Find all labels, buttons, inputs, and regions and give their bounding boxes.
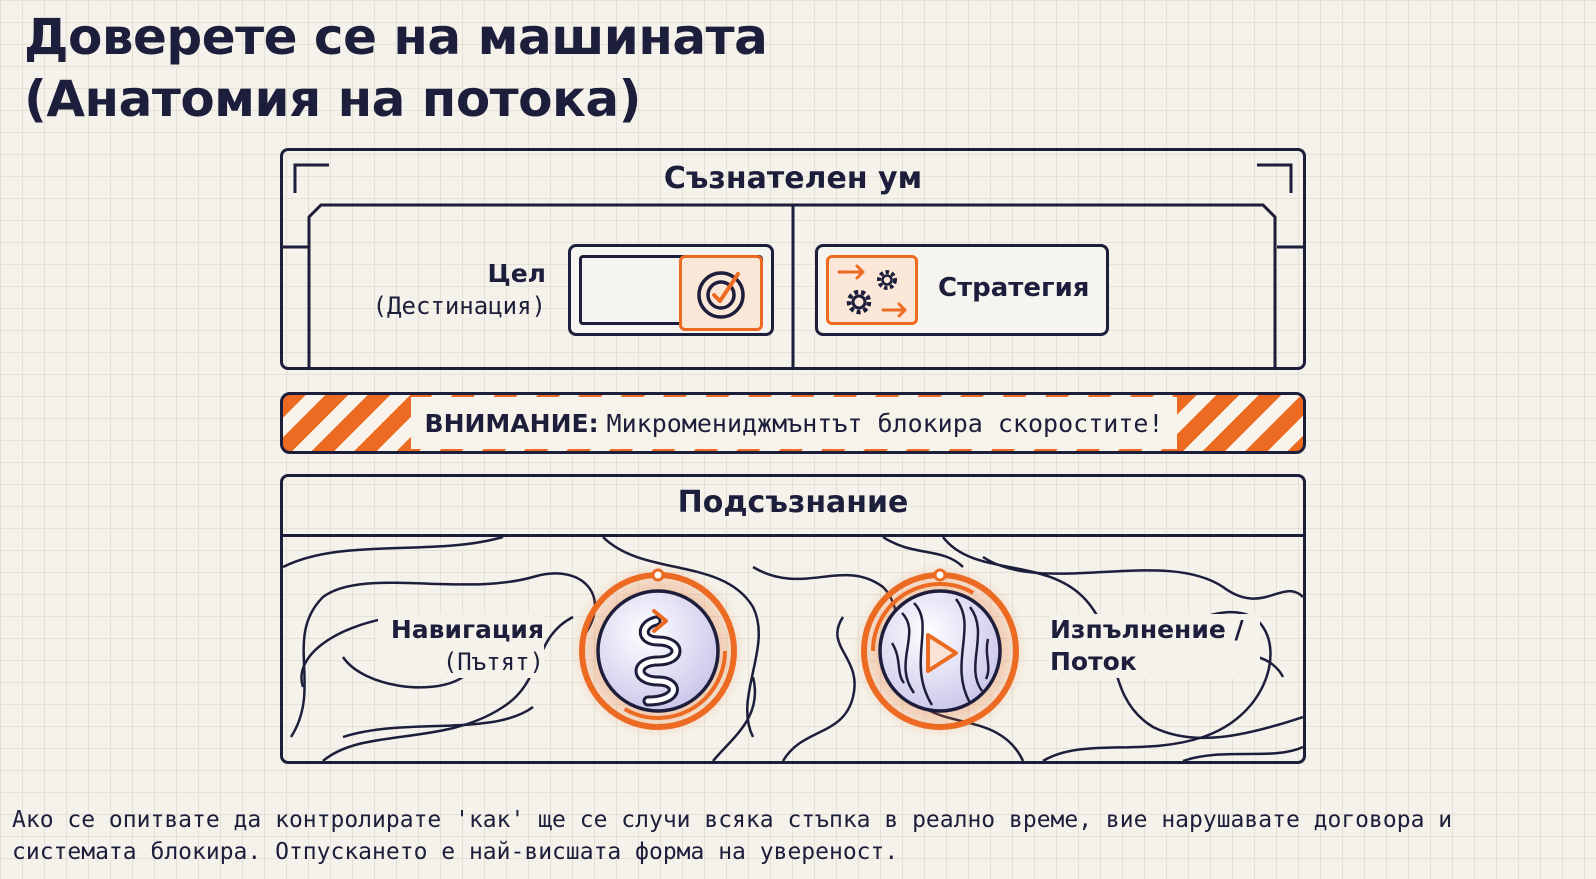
title-line-2: (Анатомия на потока) bbox=[24, 70, 642, 128]
footer-text: Ако се опитвате да контролирате 'как' ще… bbox=[12, 807, 1453, 865]
navigation-sublabel: (Пътят) bbox=[442, 648, 544, 676]
navigation-orb bbox=[570, 563, 746, 739]
subconscious-divider bbox=[283, 534, 1303, 537]
play-flow-icon bbox=[890, 598, 990, 706]
warning-text: Микромениджмънтът блокира скоростите! bbox=[606, 408, 1164, 438]
panel-frame-decor bbox=[283, 163, 1303, 367]
subconscious-heading: Подсъзнание bbox=[677, 485, 909, 520]
strategy-icon-frame bbox=[826, 255, 918, 325]
gears-arrows-icon bbox=[837, 264, 907, 318]
strategy-label: Стратегия bbox=[938, 273, 1090, 303]
execution-sublabel: Поток bbox=[1050, 647, 1137, 676]
conscious-mind-panel: Съзнателен ум bbox=[280, 148, 1306, 370]
execution-label-group: Изпълнение / Поток bbox=[1050, 614, 1260, 678]
navigation-label-group: Навигация (Пътят) bbox=[378, 614, 544, 678]
strategy-box: Стратегия bbox=[815, 244, 1109, 336]
warning-message: ВНИМАНИЕ: Микромениджмънтът блокира скор… bbox=[411, 397, 1177, 449]
conscious-mind-heading: Съзнателен ум bbox=[663, 161, 923, 196]
target-check-icon bbox=[697, 271, 745, 319]
warning-banner: ВНИМАНИЕ: Микромениджмънтът блокира скор… bbox=[280, 392, 1306, 454]
goal-label: Цел bbox=[487, 259, 546, 288]
winding-path-icon bbox=[634, 609, 682, 707]
warning-head: ВНИМАНИЕ: bbox=[424, 408, 599, 438]
goal-sublabel: (Дестинация) bbox=[372, 292, 546, 320]
navigation-label: Навигация bbox=[390, 615, 544, 644]
goal-toggle[interactable] bbox=[568, 244, 774, 336]
execution-label: Изпълнение / bbox=[1050, 615, 1244, 644]
execution-orb bbox=[852, 563, 1028, 739]
goal-toggle-knob[interactable] bbox=[679, 255, 763, 331]
page-title: Доверете се на машината (Анатомия на пот… bbox=[24, 6, 768, 130]
title-line-1: Доверете се на машината bbox=[24, 8, 768, 66]
goal-label-group: Цел (Дестинация) bbox=[300, 258, 546, 322]
